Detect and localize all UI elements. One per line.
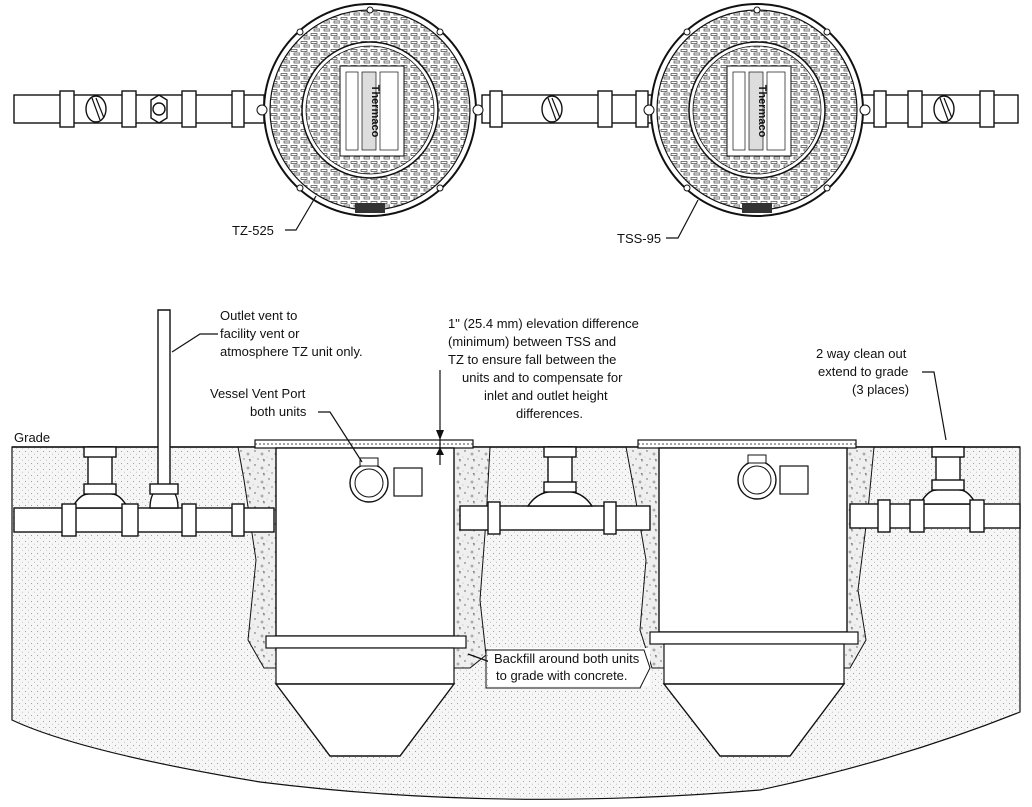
backfill-callout [485, 649, 651, 689]
plan-lid-tz525: Thermaco [256, 3, 484, 217]
outlet-vent-note-line1: Outlet vent to [220, 308, 297, 323]
grade-label: Grade [14, 430, 50, 445]
elevation-note-line3: TZ to ensure fall between the [448, 352, 616, 367]
cleanout-note-line3: (3 places) [852, 382, 909, 397]
vessel-vent-note-line2: both units [250, 404, 307, 419]
plan-lid-tss95: Thermaco [643, 3, 871, 217]
plan-pipe-middle [481, 90, 665, 128]
leader-outlet-vent [171, 333, 218, 353]
elevation-note-line6: differences. [516, 406, 583, 421]
section-connecting-pipe [459, 446, 651, 535]
backfill-note-line2: to grade with concrete. [496, 668, 628, 683]
backfill-note-line1: Backfill around both units [494, 651, 640, 666]
vessel-tss [637, 439, 859, 757]
plan-view: Thermaco Thermaco [13, 3, 1019, 246]
cleanout-note-line2: extend to grade [818, 364, 908, 379]
lid-brand-right: Thermaco [756, 85, 768, 138]
section-inlet-pipe [13, 309, 275, 537]
section-outlet-pipe [849, 446, 1021, 533]
leader-cleanout [922, 371, 947, 441]
elevation-note-line1: 1" (25.4 mm) elevation difference [448, 316, 639, 331]
lid-brand-left: Thermaco [369, 85, 381, 138]
leader-tss95 [666, 199, 699, 239]
outlet-vent-note-line3: atmosphere TZ unit only. [220, 344, 363, 359]
label-tz525: TZ-525 [232, 223, 274, 238]
cleanout-note-line1: 2 way clean out [816, 346, 907, 361]
elevation-note-line4: units and to compensate for [462, 370, 623, 385]
plan-pipe-right [857, 90, 1019, 128]
leader-tz525 [285, 195, 317, 231]
plan-pipe-left [13, 90, 265, 128]
vessel-tz [254, 439, 474, 757]
leader-vessel-vent [318, 411, 363, 463]
outlet-vent-note-line2: facility vent or [220, 326, 300, 341]
vessel-vent-note-line1: Vessel Vent Port [210, 386, 306, 401]
label-tss95: TSS-95 [617, 231, 661, 246]
section-view: Grade [11, 308, 1021, 800]
elevation-note-line5: inlet and outlet height [484, 388, 608, 403]
elevation-note-line2: (minimum) between TSS and [448, 334, 616, 349]
